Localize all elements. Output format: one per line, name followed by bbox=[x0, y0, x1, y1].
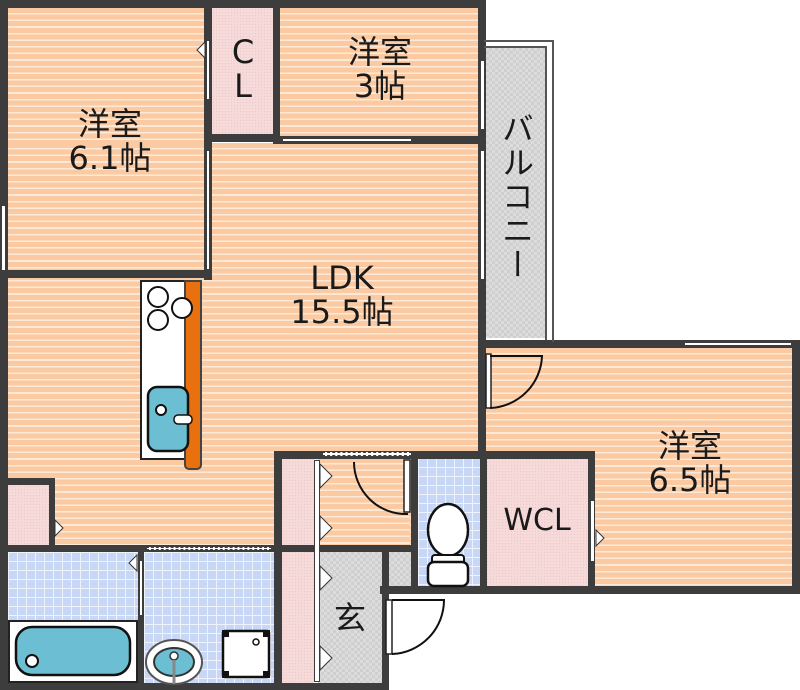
ldk-floor-upper-right bbox=[212, 143, 478, 453]
wall-bath-divider bbox=[138, 545, 144, 690]
room-label-western-1: 洋室 6.1帖 bbox=[68, 105, 152, 177]
bath-slider bbox=[139, 560, 143, 616]
wall-storage-right bbox=[49, 478, 55, 550]
window-room2-right bbox=[480, 60, 485, 130]
balcony-floor bbox=[486, 48, 546, 338]
wall-hall-bottom bbox=[274, 545, 418, 552]
room-label-closet: C L bbox=[231, 33, 255, 105]
walk-in-closet-floor bbox=[486, 458, 588, 586]
room-label-wcl: WCL bbox=[503, 503, 571, 538]
window-bath-top bbox=[146, 547, 272, 550]
wall-core-top bbox=[274, 451, 594, 459]
door-room3-icon[interactable] bbox=[485, 352, 546, 412]
front-door-icon[interactable] bbox=[385, 598, 446, 658]
wall-room1-bottom bbox=[0, 270, 212, 278]
hallway-floor bbox=[318, 458, 410, 546]
wall-closet-bottom bbox=[204, 134, 280, 142]
wall-toilet-right bbox=[480, 451, 487, 594]
stove-icon bbox=[147, 286, 193, 331]
western-room-2-floor bbox=[280, 8, 478, 138]
window-room3-top bbox=[684, 342, 792, 346]
window-core-top bbox=[322, 452, 412, 456]
wall-room3-right bbox=[792, 340, 800, 594]
wall-toilet-left bbox=[411, 451, 418, 594]
room-label-entrance: 玄 bbox=[333, 599, 366, 637]
room-label-western-2: 洋室 3帖 bbox=[347, 33, 412, 105]
window-room1-door bbox=[206, 150, 210, 270]
balcony-inner-rail bbox=[484, 46, 547, 340]
room-label-ldk: LDK 15.5帖 bbox=[290, 259, 394, 331]
wall-storage-top bbox=[0, 478, 55, 485]
room-label-balcony: バルコニー bbox=[497, 112, 535, 282]
bathtub-icon bbox=[14, 625, 132, 677]
washing-machine-pan-icon bbox=[221, 629, 271, 679]
washbasin-icon bbox=[145, 639, 203, 685]
sliding-door-marker-icon bbox=[54, 518, 64, 538]
window-ldk-right bbox=[480, 150, 485, 280]
door-hallway-icon[interactable] bbox=[352, 458, 412, 518]
hall-storage-floor bbox=[282, 458, 314, 683]
room-label-western-3: 洋室 6.5帖 bbox=[648, 427, 732, 499]
outer-wall-bottom bbox=[0, 683, 388, 690]
window-room1-left bbox=[1, 205, 6, 271]
sliding-door-marker-icon bbox=[319, 462, 333, 672]
window-closet-door bbox=[206, 40, 210, 100]
outer-wall-left bbox=[0, 0, 8, 690]
sliding-door-marker-icon bbox=[196, 40, 206, 60]
closet-floor bbox=[212, 8, 274, 136]
window-room2-door bbox=[282, 138, 412, 142]
wall-core-left bbox=[274, 451, 282, 690]
sliding-door-marker-icon bbox=[595, 528, 605, 548]
toilet-icon bbox=[426, 502, 470, 588]
wall-closet-right bbox=[273, 0, 280, 140]
kitchen-sink-icon bbox=[146, 385, 193, 453]
balcony-rail bbox=[484, 40, 554, 342]
sliding-door-marker-icon bbox=[128, 553, 138, 573]
entrance-step-floor bbox=[388, 552, 412, 586]
wcl-slider bbox=[590, 500, 595, 562]
wall-room3-top bbox=[478, 340, 800, 348]
outer-wall-top bbox=[0, 0, 486, 8]
storage-small-floor bbox=[8, 485, 51, 545]
